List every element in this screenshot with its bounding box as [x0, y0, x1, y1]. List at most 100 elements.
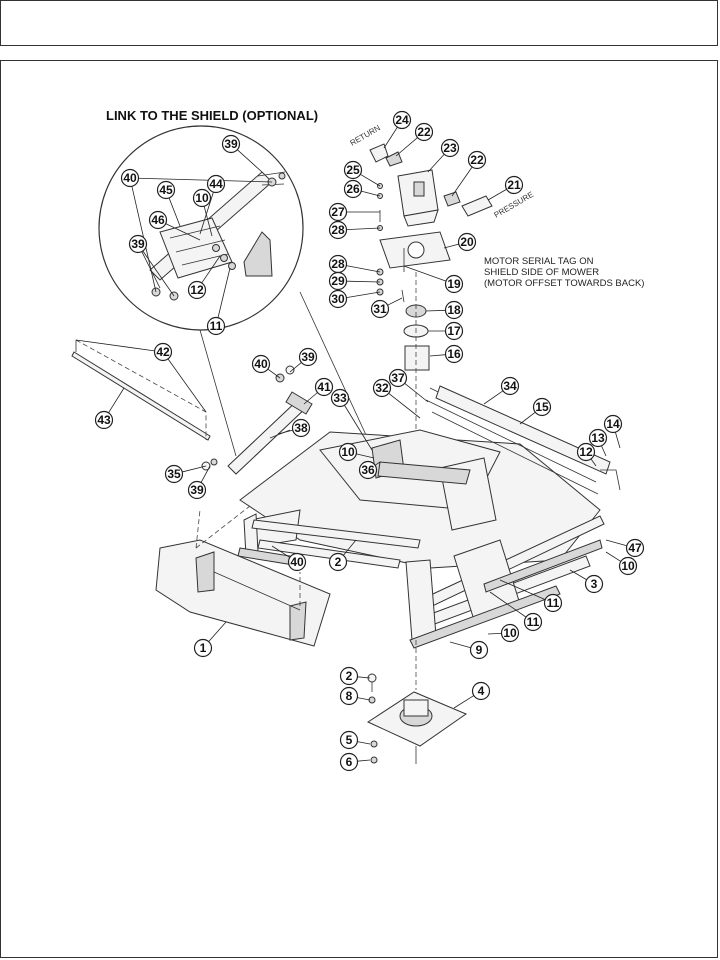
- callout-2: 2: [339, 666, 371, 686]
- callout-circle: [618, 556, 638, 576]
- callout-circle: [193, 638, 213, 658]
- callout-circle: [457, 232, 477, 252]
- callout-number: 13: [591, 431, 605, 445]
- callout-number: 6: [346, 755, 353, 769]
- callout-circle: [584, 574, 604, 594]
- leader-line: [449, 641, 471, 649]
- callout-circle: [187, 280, 207, 300]
- callout-42: 42: [75, 339, 207, 413]
- callout-number: 10: [341, 445, 355, 459]
- motor-note-2: SHIELD SIDE OF MOWER: [484, 267, 599, 278]
- callout-circle: [287, 552, 307, 572]
- callout-number: 39: [131, 237, 145, 251]
- callout-number: 40: [290, 555, 304, 569]
- callout-number: 11: [527, 615, 540, 629]
- callout-number: 8: [346, 689, 353, 703]
- callout-number: 15: [535, 400, 549, 414]
- callout-number: 41: [317, 380, 331, 394]
- callout-number: 21: [507, 178, 521, 192]
- callout-12: 12: [576, 442, 597, 467]
- return-label: RETURN: [349, 123, 383, 148]
- motor-note-1: MOTOR SERIAL TAG ON: [484, 256, 594, 267]
- callout-number: 10: [195, 191, 209, 205]
- callout-circle: [339, 752, 359, 772]
- callout-32: 32: [372, 378, 421, 419]
- leader-line: [429, 354, 446, 357]
- callout-10: 10: [487, 623, 520, 643]
- leader-line: [453, 695, 475, 709]
- callout-43: 43: [94, 387, 125, 430]
- callout-26: 26: [343, 179, 381, 199]
- callout-number: 17: [447, 324, 461, 338]
- callout-circle: [372, 378, 392, 398]
- callout-28: 28: [328, 220, 381, 240]
- leader-line: [165, 223, 201, 241]
- callout-number: 35: [167, 467, 181, 481]
- callout-circle: [339, 730, 359, 750]
- leader-line: [356, 453, 375, 459]
- callout-40: 40: [251, 354, 281, 379]
- callout-circle: [338, 442, 358, 462]
- callout-16: 16: [429, 344, 464, 364]
- callout-34: 34: [483, 376, 520, 405]
- callout-circle: [148, 210, 168, 230]
- callout-number: 38: [294, 421, 308, 435]
- leader-line: [403, 265, 447, 282]
- callout-number: 40: [254, 357, 268, 371]
- callout-number: 5: [346, 733, 353, 747]
- callout-31: 31: [370, 297, 403, 319]
- callout-circle: [221, 134, 241, 154]
- leader-line: [360, 173, 381, 187]
- leader-line: [427, 153, 445, 173]
- leader-line: [343, 539, 357, 556]
- callout-circle: [588, 428, 608, 448]
- leader-line: [404, 382, 429, 403]
- callout-circle: [471, 681, 491, 701]
- callout-4: 4: [453, 681, 491, 709]
- callout-24: 24: [383, 110, 412, 149]
- callout-11: 11: [499, 579, 563, 613]
- callout-23: 23: [427, 138, 460, 173]
- callout-number: 26: [346, 182, 360, 196]
- callout-19: 19: [403, 265, 464, 294]
- leader-line: [374, 461, 381, 466]
- callout-circle: [206, 174, 226, 194]
- shield-tab: [243, 231, 273, 277]
- callout-circle: [120, 168, 140, 188]
- callout-number: 10: [621, 559, 635, 573]
- leader-line: [142, 250, 175, 297]
- callout-number: 24: [395, 113, 409, 127]
- leader-line: [605, 551, 622, 562]
- callout-number: 22: [470, 153, 484, 167]
- callout-circle: [339, 666, 359, 686]
- leader-line: [357, 697, 371, 701]
- inset-leader: [299, 291, 373, 449]
- callout-45: 45: [156, 180, 181, 227]
- diagram-frame: [0, 60, 718, 958]
- leader-line: [387, 297, 403, 306]
- callout-number: 43: [97, 413, 111, 427]
- callout-29: 29: [328, 271, 381, 291]
- callout-circle: [314, 377, 334, 397]
- leader-line: [182, 465, 207, 473]
- callout-number: 16: [447, 347, 461, 361]
- callout-25: 25: [343, 160, 381, 187]
- callout-number: 28: [331, 257, 345, 271]
- cylinder-link: [201, 365, 313, 475]
- callout-39: 39: [187, 465, 211, 500]
- callout-number: 29: [331, 274, 345, 288]
- leader-line: [383, 126, 398, 149]
- leader-line: [200, 465, 211, 483]
- leader-line: [357, 741, 371, 745]
- callout-22: 22: [451, 150, 487, 197]
- leader-line: [271, 545, 291, 558]
- leader-line: [167, 358, 207, 413]
- callout-number: 39: [190, 483, 204, 497]
- leader-line: [487, 632, 502, 635]
- leader-line: [357, 676, 371, 679]
- callout-number: 47: [628, 541, 642, 555]
- leader-line: [395, 137, 418, 157]
- inset-detail: LINK TO THE SHIELD (OPTIONAL): [98, 108, 318, 331]
- callout-circle: [469, 640, 489, 660]
